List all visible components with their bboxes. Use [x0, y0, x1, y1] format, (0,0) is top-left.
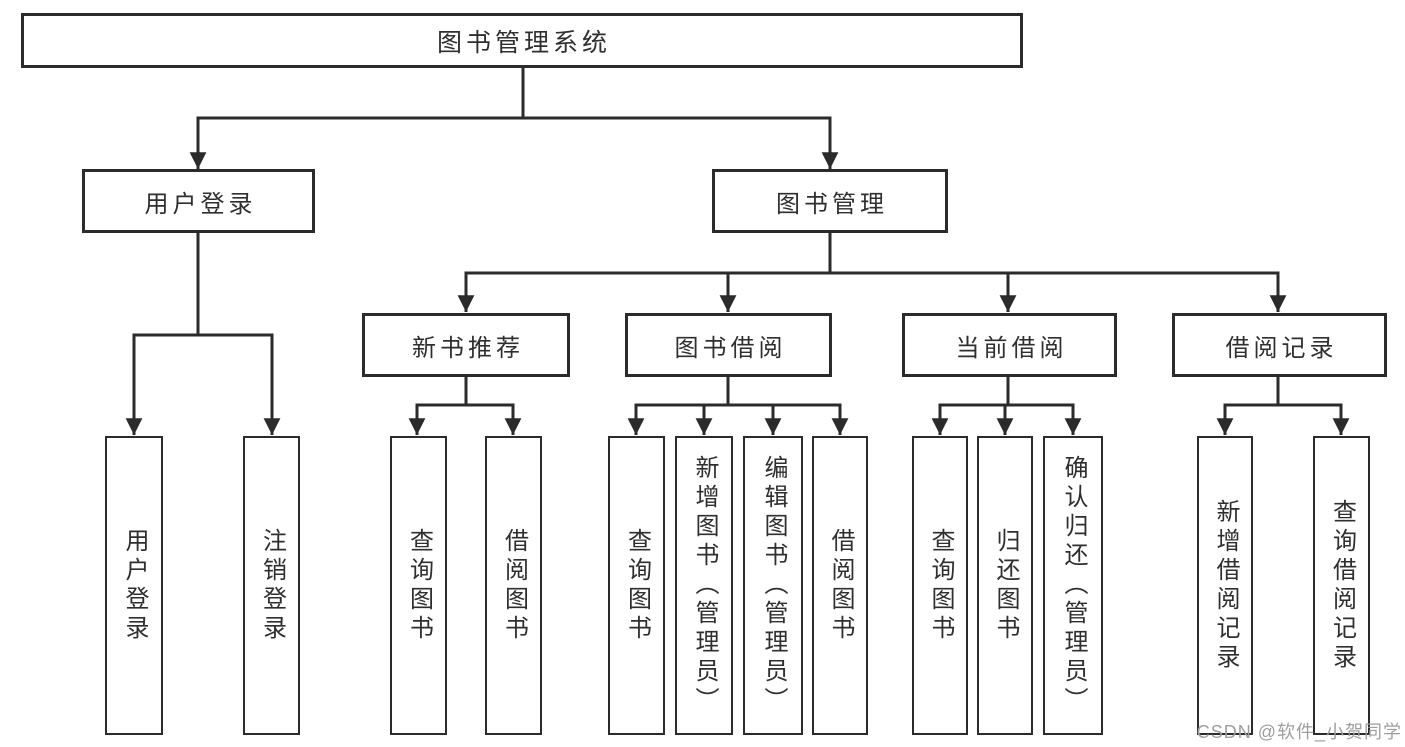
leaf-confirm-return-admin: 确认归还（管理员）	[1043, 436, 1103, 735]
leaf-return-books: 归还图书	[977, 436, 1033, 735]
leaf-label: 查询图书	[927, 527, 954, 644]
leaf-query-books-current: 查询图书	[912, 436, 968, 735]
node-new-book-recommendation: 新书推荐	[362, 313, 570, 377]
leaf-label: 注销登录	[258, 527, 286, 644]
node-book-borrowing: 图书借阅	[625, 313, 832, 377]
leaf-label: 查询借阅记录	[1328, 498, 1356, 673]
csdn-watermark: CSDN @软件_小贺同学	[1196, 722, 1402, 742]
node-current-borrowing: 当前借阅	[902, 313, 1117, 377]
leaf-label: 归还图书	[992, 527, 1019, 644]
leaf-borrow-books: 借阅图书	[812, 436, 868, 735]
leaf-query-books-recommend: 查询图书	[390, 436, 447, 735]
leaf-label: 查询图书	[405, 527, 433, 644]
leaf-label: 借阅图书	[500, 527, 528, 644]
leaf-label: 查询图书	[623, 527, 651, 644]
leaf-label: 用户登录	[121, 527, 148, 644]
leaf-label: 新增借阅记录	[1212, 498, 1239, 673]
leaf-add-borrow-record: 新增借阅记录	[1197, 436, 1253, 735]
leaf-label: 新增图书（管理员）	[691, 455, 718, 716]
leaf-logout: 注销登录	[243, 436, 300, 735]
leaf-label: 编辑图书（管理员）	[760, 455, 787, 716]
leaf-label: 借阅图书	[827, 527, 854, 644]
leaf-add-books-admin: 新增图书（管理员）	[675, 436, 733, 735]
leaf-edit-books-admin: 编辑图书（管理员）	[743, 436, 803, 735]
leaf-user-login: 用户登录	[105, 436, 163, 735]
node-user-login: 用户登录	[82, 169, 315, 233]
node-borrowing-records: 借阅记录	[1172, 313, 1387, 377]
node-library-management-system: 图书管理系统	[21, 13, 1023, 68]
leaf-label: 确认归还（管理员）	[1060, 455, 1087, 716]
leaf-borrow-books-recommend: 借阅图书	[485, 436, 542, 735]
node-book-management: 图书管理	[712, 169, 948, 233]
leaf-query-books-borrow: 查询图书	[608, 436, 665, 735]
leaf-query-borrow-record: 查询借阅记录	[1313, 436, 1370, 735]
